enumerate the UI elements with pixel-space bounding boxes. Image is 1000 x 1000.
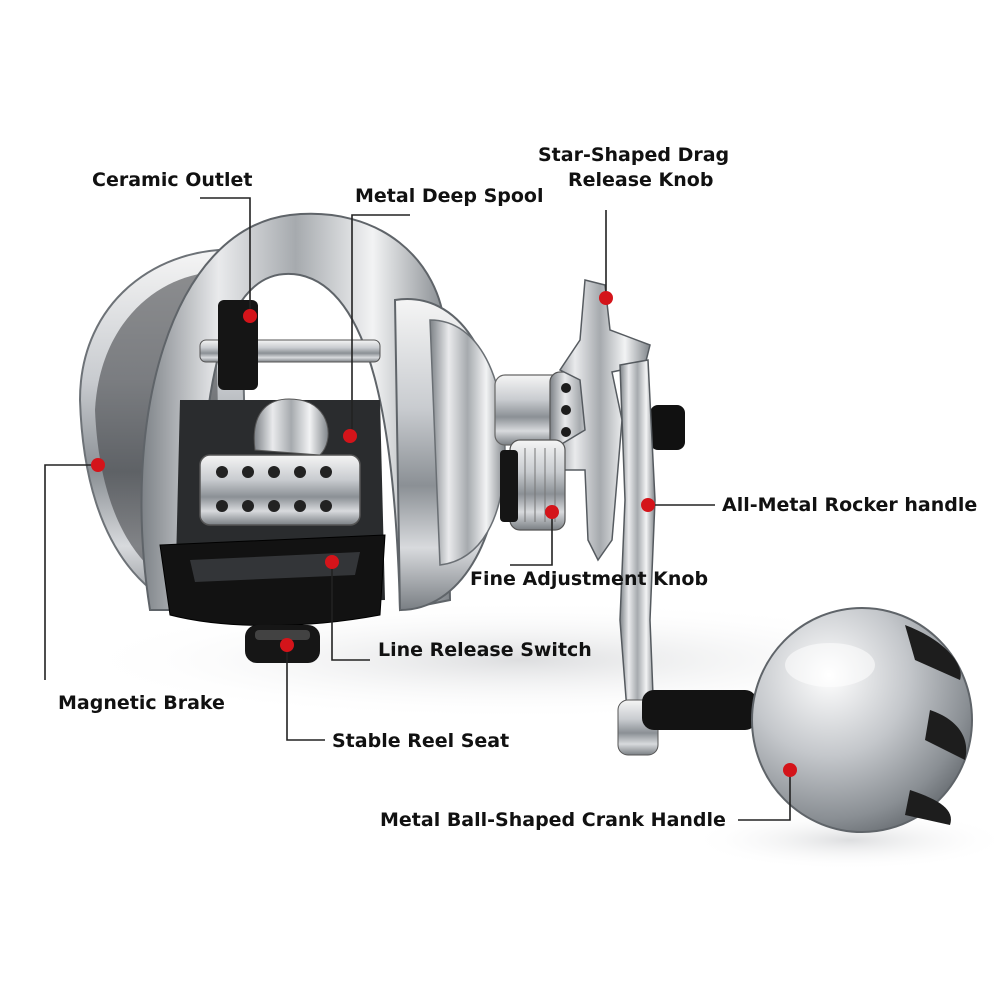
thumb-bar-post [253, 398, 329, 456]
marker-ceramic-outlet [243, 309, 257, 323]
marker-fine-adjust [545, 505, 559, 519]
spool-holes [216, 466, 332, 512]
leader-lines [44, 197, 791, 821]
marker-magnetic-brake [91, 458, 105, 472]
marker-star-drag [599, 291, 613, 305]
label-crank-handle: Metal Ball-Shaped Crank Handle [380, 809, 726, 831]
crank-ball-grooves [905, 625, 967, 825]
fine-adjust-knurl [524, 448, 556, 522]
marker-reel-seat [280, 638, 294, 652]
label-rocker-handle: All-Metal Rocker handle [722, 494, 978, 516]
fine-adjust-ring [500, 450, 518, 522]
leader-crank-handle [738, 770, 791, 821]
handle-nut [650, 405, 685, 450]
label-line-release: Line Release Switch [378, 639, 592, 661]
label-reel-seat: Stable Reel Seat [332, 730, 510, 752]
marker-rocker-handle [641, 498, 655, 512]
marker-crank-handle [783, 763, 797, 777]
label-ceramic-outlet: Ceramic Outlet [92, 169, 253, 191]
label-magnetic-brake: Magnetic Brake [58, 692, 225, 714]
leader-metal-deep-spool [351, 214, 410, 435]
leader-line-release [331, 562, 370, 661]
crank-shaft [642, 690, 757, 730]
line-release-shine [190, 552, 360, 582]
metal-spool [199, 454, 361, 526]
floor-shadow-right [690, 810, 1000, 870]
crank-ball-highlight [785, 643, 875, 687]
part-markers [91, 291, 797, 777]
leader-reel-seat [286, 645, 325, 741]
line-release-bar [159, 534, 386, 627]
label-star-drag-line2: Release Knob [568, 169, 714, 191]
label-fine-adjustment: Fine Adjustment Knob [470, 568, 709, 590]
leader-magnetic-brake [44, 464, 98, 680]
label-star-drag-line1: Star-Shaped Drag [538, 144, 730, 166]
leader-fine-adjust [510, 512, 553, 566]
star-drag [548, 279, 651, 562]
leader-ceramic-outlet [200, 197, 251, 315]
marker-line-release [325, 555, 339, 569]
gear-housing [429, 319, 506, 566]
reel-seat-shine [255, 630, 310, 640]
label-metal-deep-spool: Metal Deep Spool [355, 185, 544, 207]
marker-metal-deep-spool [343, 429, 357, 443]
